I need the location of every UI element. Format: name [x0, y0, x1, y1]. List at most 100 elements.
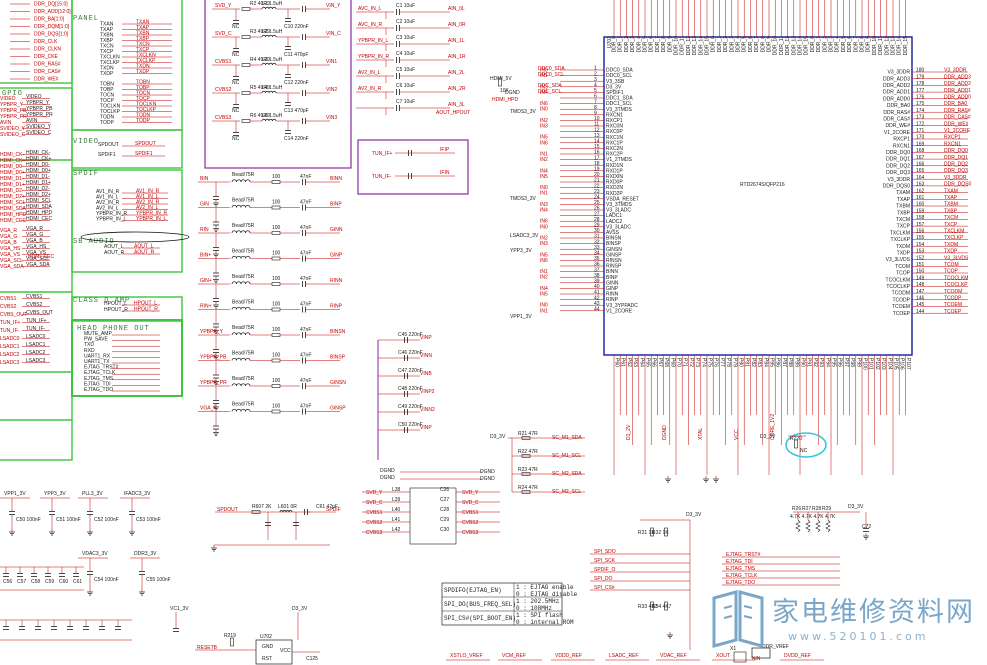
soc-left-net: IN6 — [540, 101, 548, 107]
soc-pin-number: 153 — [916, 249, 925, 255]
filter-inductor — [261, 118, 277, 122]
sv-in-net: SVD_C — [366, 500, 383, 506]
power-cap — [35, 626, 41, 630]
soc-pin-number: 146 — [916, 296, 925, 302]
audio-pin-label: AV2_IN_L — [96, 206, 119, 212]
power-cap — [129, 511, 135, 515]
panel-net-label: TOBP — [136, 85, 150, 91]
hdmi-net-pin: HDMI_CK- — [26, 150, 51, 156]
soc-right-pin: TCOCLKP — [886, 284, 910, 290]
bead-cap-value: 47nF — [300, 327, 311, 333]
bead-out-label: GINSP — [330, 406, 346, 412]
soc-top-pin: DDR_6 — [649, 36, 655, 53]
soc-pin-number: 166 — [916, 162, 925, 168]
filter-in-label: CVBS3 — [215, 115, 232, 121]
inductor-ref: L2 1.5uH — [262, 29, 283, 35]
highlight-circle-cyan — [785, 432, 827, 458]
chip-bottom-net: D1_2V — [626, 424, 632, 440]
soc-right-pin: TXCP — [897, 224, 911, 230]
power-cap-ref: C51 100nF — [56, 517, 81, 523]
soc-pin-number: 38 — [594, 273, 600, 279]
hp-out-label: AOUT_HPOUT — [436, 110, 470, 116]
audio-cap — [396, 57, 400, 63]
soc-right-pin: TXCM — [896, 217, 910, 223]
shunt-cap — [285, 130, 291, 134]
soc-bottom-pin: P62 — [626, 358, 632, 367]
power-cap — [31, 573, 37, 577]
lower-net: LSADC1 — [0, 344, 20, 350]
soc-pin-number: 171 — [916, 128, 925, 134]
panel-net-label: TXDP — [136, 69, 150, 75]
spdif-cap — [304, 509, 308, 515]
sv-part: L39 — [392, 497, 401, 503]
soc-top-pin: DDR_4 — [736, 36, 742, 53]
shunt-cap — [233, 76, 239, 80]
panel-net-label: TXBP — [136, 36, 150, 42]
ground-symbol — [213, 302, 219, 309]
soc-left-pin: AVSS — [606, 230, 620, 236]
ejtag-rail: D3_3V — [848, 504, 864, 510]
soc-top-pin: DDR_0 — [612, 36, 618, 53]
mid-cap — [404, 373, 408, 379]
soc-left-pin: RXD2N — [606, 185, 623, 191]
ddc-net: DDC0_SCL — [538, 72, 564, 78]
soc-bottom-pin: P63 — [632, 358, 638, 367]
spdif-net-label: SPDOUT — [135, 141, 156, 147]
hdmi-net-pin: HDMI_D2- — [26, 186, 50, 192]
soc-top-pin: DDR_15 — [705, 36, 711, 55]
shunt-cap — [285, 18, 291, 22]
amp-net-label: AOUT_L — [134, 244, 154, 250]
power-cap — [99, 626, 105, 630]
soc-pin-number: 20 — [594, 172, 600, 178]
audio-cap-out-label: AIN_0L — [448, 6, 465, 12]
dgnd-label: DGND — [480, 476, 495, 482]
bead-in-label: YPBPR_PB — [200, 355, 227, 361]
spi-resistor — [650, 601, 654, 611]
hp-net-label: HPOUT_L — [134, 301, 157, 307]
hdmi-net-pin: HDMI_CEC — [26, 216, 53, 222]
sv-part: L41 — [392, 517, 401, 523]
hdmi-net: HDMI_HPD — [0, 212, 27, 218]
soc-left-net: IN6 — [540, 140, 548, 146]
audio-cap — [396, 89, 400, 95]
soc-pin-number: 175 — [916, 101, 925, 107]
soc-pin-number: 147 — [916, 289, 925, 295]
power-cap — [45, 573, 51, 577]
panel-net-label: TXAN — [136, 20, 150, 26]
rail-label: TMDS3_3V — [510, 109, 537, 115]
soc-pin-number: 150 — [916, 269, 925, 275]
ground-symbol — [211, 545, 217, 552]
spi-resistor — [664, 527, 668, 537]
soc-top-pin: DDR_10 — [674, 36, 680, 55]
soc-right-net: DDR_CAS# — [944, 115, 971, 121]
mid-cap — [404, 391, 408, 397]
ground-symbol — [213, 378, 219, 385]
spi-res-ref: R34 4K7 — [652, 604, 672, 610]
soc-pin-number: 179 — [916, 74, 925, 80]
soc-left-pin: RXC0N — [606, 124, 623, 130]
audio-cap-ref: C5 10uF — [396, 67, 415, 73]
audio-cap — [396, 25, 400, 31]
bead-cap-value: 47nF — [300, 251, 311, 257]
soc-pin-number: 42 — [594, 295, 600, 301]
soc-left-pin: RXC2N — [606, 146, 623, 152]
chip-block — [751, 647, 771, 659]
audio-cap-out-label: AIN_2L — [448, 70, 465, 76]
soc-pin-number: 3 — [594, 77, 597, 83]
lower-net: CVBS2 — [0, 304, 17, 310]
soc-top-pin: DDR_9 — [667, 36, 673, 53]
audio-cap-ref: C6 10uF — [396, 83, 415, 89]
soc-pin-number: 10 — [594, 116, 600, 122]
soc-pin-number: 156 — [916, 229, 925, 235]
hdmi-net: HDMI_CK- — [0, 152, 25, 158]
soc-right-net: TXAP — [944, 195, 958, 201]
bead-res-value: 100 — [272, 302, 281, 308]
power-rail-label: D3_3V — [292, 606, 308, 612]
soc-left-pin: V3_3LADC — [606, 208, 631, 214]
filter-inductor — [261, 62, 277, 66]
filter-resistor — [241, 35, 251, 39]
soc-right-pin: TCODM — [892, 291, 910, 297]
ground-symbol — [863, 533, 869, 540]
soc-bottom-pin: P91 — [806, 358, 812, 367]
soc-left-pin: SPDIF1 — [606, 90, 624, 96]
